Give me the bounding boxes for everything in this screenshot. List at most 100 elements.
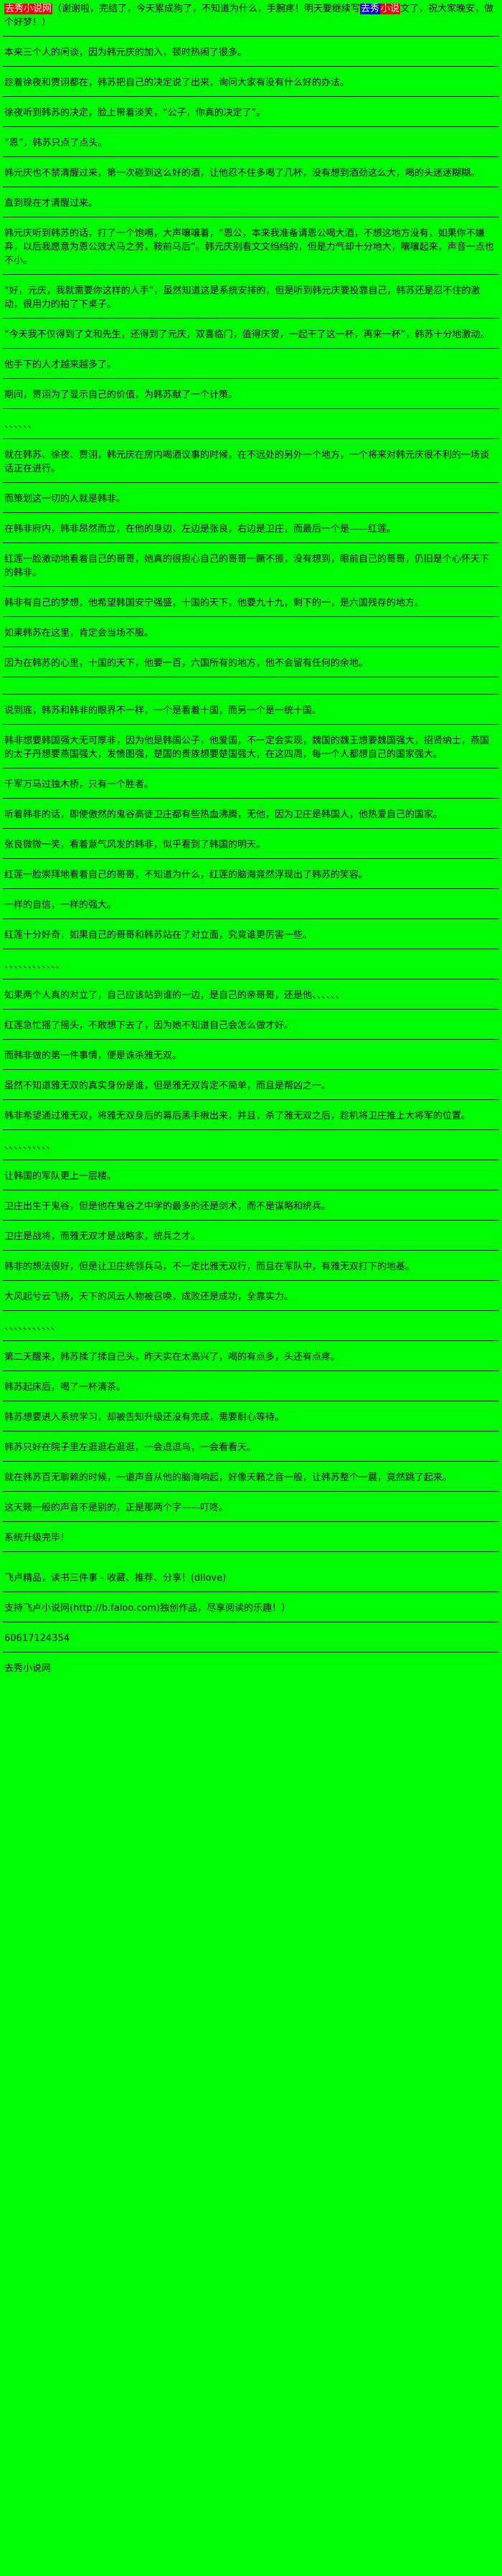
footer-support-text[interactable]: 支持飞卢小说网(http://b.faloo.com)独创作品，尽享阅读的乐趣！… (4, 1603, 291, 1614)
author-note-text: 文了，祝大家晚安，做个好梦！） (4, 4, 494, 28)
novel-paragraph: 期间，贾诩为了显示自己的价值，为韩苏献了一个计策。 (3, 388, 499, 409)
paragraph-text: 本来三个人的闲谈，因为韩元庆的加入，顿时热闹了很多。 (4, 47, 247, 58)
paragraph-text: 说到底，韩苏和韩非的眼界不一样，一个是看着十国，而另一个是一统十国。 (4, 705, 322, 716)
paragraph-text: 直到现在才清醒过来。 (4, 198, 98, 209)
novel-paragraph: 在韩非府内，韩非昂然而立，在他的身边，左边是张良，右边是卫庄，而最后一个是——红… (3, 522, 499, 543)
footer-support-link[interactable]: 支持飞卢小说网(http://b.faloo.com)独创作品，尽享阅读的乐趣！… (3, 1602, 499, 1622)
novel-paragraph: 让韩国的军队更上一层楼。 (3, 1170, 499, 1190)
novel-paragraph: 趁着徐夜和贾诩都在，韩苏把自己的决定说了出来，询问大家有没有什么好的办法。 (3, 76, 499, 97)
paragraph-text: “好，元庆，我就需要你这样的人手”，虽然知道这是系统安排的，但是听到韩元庆要投靠… (4, 286, 480, 310)
paragraph-text: 在韩非府内，韩非昂然而立，在他的身边，左边是张良，右边是卫庄，而最后一个是——红… (4, 524, 397, 535)
novel-paragraph: 如果两个人真的对立了，自己应该站到谁的一边，是自己的亲哥哥，还是他、、、、、、 (3, 989, 499, 1010)
novel-paragraph: 千军万马过独木桥，只有一个胜者。 (3, 778, 499, 799)
paragraph-text: 、、、、、、、、、、、、 (4, 960, 65, 971)
watermark-red-tag: 小说 (380, 4, 401, 14)
paragraph-text: 期间，贾诩为了显示自己的价值，为韩苏献了一个计策。 (4, 390, 238, 400)
novel-paragraph: 韩元庆也不禁清醒过来，第一次碰到这么好的酒，让他忍不住多喝了几杯，没有想到酒劲这… (3, 166, 499, 187)
novel-paragraph: 系统升级完毕！ (3, 1531, 499, 1552)
paragraph-text: 、、、、、、、、、、 (4, 1141, 56, 1152)
novel-paragraph: 韩苏起床后，喝了一杯清茶。 (3, 1381, 499, 1401)
paragraph-text: 卫庄是战将，而雅无双才是战略家，统兵之才。 (4, 1231, 201, 1242)
site-watermark-text: 去秀小说网 (4, 1663, 52, 1674)
novel-paragraph: 一样的自信，一样的强大。 (3, 898, 499, 919)
novel-paragraph: 听着韩非的话，即使傲然的鬼谷高徒卫庄都有些热血沸腾，无他，因为卫庄是韩国人，他热… (3, 808, 499, 829)
paragraph-text: 韩元庆也不禁清醒过来，第一次碰到这么好的酒，让他忍不住多喝了几杯，没有想到酒劲这… (4, 168, 480, 179)
paragraph-text: 韩元庆听到韩苏的话，打了一个饱嗝，大声嚷嚷着，“恩公，本来我准备请恩公喝大酒，不… (4, 228, 494, 266)
novel-paragraph: 韩元庆听到韩苏的话，打了一个饱嗝，大声嚷嚷着，“恩公，本来我准备请恩公喝大酒，不… (3, 227, 499, 275)
paragraph-text: 韩苏想要进入系统学习，却被告知升级还没有完成，需要耐心等待。 (4, 1412, 285, 1423)
novel-paragraph: 张良微微一笑，看着意气风发的韩非，似乎看到了韩国的明天。 (3, 838, 499, 859)
novel-paragraph: 红莲十分好奇，如果自己的哥哥和韩苏站在了对立面，究竟谁更厉害一些。 (3, 929, 499, 949)
author-note: 去秀小说网（谢谢啦，完结了，今天累成狗了，不知道为什么，手腕疼！明天要继续写去秀… (3, 2, 499, 37)
novel-paragraph: 、、、、、、 (3, 418, 499, 439)
novel-paragraph: 这天籁一般的声音不是别的，正是那两个字——叮咚。 (3, 1501, 499, 1522)
novel-paragraph: “好，元庆，我就需要你这样的人手”，虽然知道这是系统安排的，但是听到韩元庆要投靠… (3, 284, 499, 319)
novel-paragraph: 卫庄出生于鬼谷，但是他在鬼谷之中学的最多的还是剑术，而不是谋略和统兵。 (3, 1200, 499, 1221)
paragraph-text: 大风起兮云飞扬，天下的风云人物被召唤，成败还是成功，全靠实力。 (4, 1292, 294, 1302)
novel-page: 去秀小说网（谢谢啦，完结了，今天累成狗了，不知道为什么，手腕疼！明天要继续写去秀… (3, 2, 499, 1678)
paragraph-text: 千军万马过独木桥，只有一个胜者。 (4, 779, 154, 790)
novel-paragraph: 如果韩苏在这里，肯定会当场不服。 (3, 626, 499, 647)
watermark-blue-tag: 去秀 (360, 4, 381, 14)
site-watermark: 去秀小说网 (3, 1662, 499, 1678)
paragraph-text: 韩苏起床后，喝了一杯清茶。 (4, 1382, 126, 1393)
paragraph-text: 红莲一脸崇拜地看着自己的哥哥，不知道为什么，红莲的脑海竟然浮现出了韩苏的笑容。 (4, 870, 369, 880)
novel-paragraph: 虽然不知道雅无双的真实身份是谁，但是雅无双肯定不简单，而且是帮凶之一。 (3, 1079, 499, 1100)
novel-paragraph: 韩非的想法很好，但是让卫庄统领兵马，不一定比雅无双行，而且在军队中，有雅无双打下… (3, 1260, 499, 1281)
paragraph-text: 听着韩非的话，即使傲然的鬼谷高徒卫庄都有些热血沸腾，无他，因为卫庄是韩国人，他热… (4, 809, 443, 820)
paragraph-text: 徐夜听到韩苏的决定，脸上带着淡笑，“公子，你真的决定了”。 (4, 108, 266, 118)
novel-paragraph: 因为在韩苏的心里，十国的天下，他要一百，六国所有的地方，他不会留有任何的余地。 (3, 657, 499, 677)
novel-paragraph: 就在韩苏百无聊赖的时候，一道声音从他的脑海响起，好像天籁之音一般，让韩苏整个一震… (3, 1471, 499, 1492)
paragraph-text: 而韩非做的第一件事情，便是诛杀雅无双。 (4, 1050, 182, 1061)
novel-paragraph: 大风起兮云飞扬，天下的风云人物被召唤，成败还是成功，全靠实力。 (3, 1290, 499, 1311)
novel-paragraph: 红莲急忙摇了摇头，不敢想下去了，因为她不知道自己会怎么做才好。 (3, 1019, 499, 1040)
paragraph-text: “今天我不仅得到了文和先生，还得到了元庆，双喜临门，值得庆贺，一起干了这一杯，再… (4, 329, 490, 340)
watermark-red-tag: 去秀小说网 (4, 4, 53, 14)
novel-paragraph: 韩非有自己的梦想，他希望韩国安宁强盛，十国的天下，他要九十九，剩下的一，是六国残… (3, 596, 499, 617)
paragraph-text: 因为在韩苏的心里，十国的天下，他要一百，六国所有的地方，他不会留有任何的余地。 (4, 658, 369, 669)
paragraph-text: 张良微微一笑，看着意气风发的韩非，似乎看到了韩国的明天。 (4, 840, 266, 850)
paragraph-text: 系统升级完毕！ (4, 1533, 70, 1543)
novel-paragraph: 韩苏只好在院子里左逛逛右逛逛，一会逗逗鸟，一会看看天。 (3, 1441, 499, 1462)
footer-promo-text: 飞卢精品，读书三件事 - 收藏、推荐、分享！(dllove) (4, 1573, 227, 1584)
paragraph-text: 红莲急忙摇了摇头，不敢想下去了，因为她不知道自己会怎么做才好。 (4, 1020, 294, 1031)
paragraph-text: 他手下的人才越来越多了。 (4, 359, 117, 370)
paragraph-text: 这天籁一般的声音不是别的，正是那两个字——叮咚。 (4, 1503, 229, 1513)
paragraph-text: 韩非想要韩国强大无可厚非，因为他是韩国公子，他爱国，不一定会实现，魏国的魏王想要… (4, 735, 490, 760)
paragraph-text: 虽然不知道雅无双的真实身份是谁，但是雅无双肯定不简单，而且是帮凶之一。 (4, 1081, 331, 1091)
novel-paragraph: 说到底，韩苏和韩非的眼界不一样，一个是看着十国，而另一个是一统十国。 (3, 704, 499, 725)
novel-paragraph: 韩非希望通过雅无双，将雅无双身后的幕后黑手揪出来，并且，杀了雅无双之后，趁机将卫… (3, 1109, 499, 1130)
novel-paragraph: 第二天醒来，韩苏揉了揉自己头，昨天实在太高兴了，喝的有点多，头还有点疼。 (3, 1350, 499, 1371)
novel-paragraph: 就在韩苏、徐夜、贾诩，韩元庆在房内喝酒议事的时候，在不远处的另外一个地方，一个将… (3, 448, 499, 483)
novel-paragraph: 卫庄是战将，而雅无双才是战略家，统兵之才。 (3, 1230, 499, 1251)
novel-paragraph: 、、、、、、、、、、、、 (3, 959, 499, 979)
footer-promo: 飞卢精品，读书三件事 - 收藏、推荐、分享！(dllove) (3, 1571, 499, 1592)
paragraph-text: 一样的自信，一样的强大。 (4, 900, 117, 911)
author-note-line: 去秀小说网（谢谢啦，完结了，今天累成狗了，不知道为什么，手腕疼！明天要继续写去秀… (4, 2, 498, 29)
paragraph-text: 红莲十分好奇，如果自己的哥哥和韩苏站在了对立面，究竟谁更厉害一些。 (4, 930, 313, 941)
paragraph-text: 第二天醒来，韩苏揉了揉自己头，昨天实在太高兴了，喝的有点多，头还有点疼。 (4, 1352, 341, 1363)
paragraph-text: 如果两个人真的对立了，自己应该站到谁的一边，是自己的亲哥哥，还是他、、、、、、 (4, 990, 345, 1001)
paragraph-text: 红莲一脸激动地看着自己的哥哥，她真的很担心自己的哥哥一蹶不振，没有想到，眼前自己… (4, 554, 490, 578)
empty-paragraph (3, 687, 499, 695)
paragraph-text: 如果韩苏在这里，肯定会当场不服。 (4, 628, 154, 639)
footer-book-id-text: 60617124354 (4, 1633, 70, 1644)
paragraph-text: 、、、、、、 (4, 420, 37, 431)
paragraph-text: 韩苏只好在院子里左逛逛右逛逛，一会逗逗鸟，一会看看天。 (4, 1442, 257, 1453)
novel-paragraph: 韩非想要韩国强大无可厚非，因为他是韩国公子，他爱国，不一定会实现，魏国的魏王想要… (3, 734, 499, 768)
novel-paragraph: 本来三个人的闲谈，因为韩元庆的加入，顿时热闹了很多。 (3, 46, 499, 67)
novel-paragraph: 徐夜听到韩苏的决定，脸上带着淡笑，“公子，你真的决定了”。 (3, 106, 499, 127)
paragraph-text: 就在韩苏百无聊赖的时候，一道声音从他的脑海响起，好像天籁之音一般，让韩苏整个一震… (4, 1472, 453, 1483)
novel-paragraph: 直到现在才清醒过来。 (3, 197, 499, 217)
novel-paragraph: 韩苏想要进入系统学习，却被告知升级还没有完成，需要耐心等待。 (3, 1411, 499, 1432)
novel-paragraph: 而策划这一切的人就是韩非。 (3, 492, 499, 513)
paragraph-text: 就在韩苏、徐夜、贾诩，韩元庆在房内喝酒议事的时候，在不远处的另外一个地方，一个将… (4, 450, 490, 474)
novel-paragraph: 而韩非做的第一件事情，便是诛杀雅无双。 (3, 1049, 499, 1070)
novel-paragraph: 红莲一脸激动地看着自己的哥哥，她真的很担心自己的哥哥一蹶不振，没有想到，眼前自己… (3, 553, 499, 587)
novel-paragraph: “今天我不仅得到了文和先生，还得到了元庆，双喜临门，值得庆贺，一起干了这一杯，再… (3, 328, 499, 349)
paragraph-text: 、、、、、、、、、、、 (4, 1322, 61, 1332)
paragraph-list: 本来三个人的闲谈，因为韩元庆的加入，顿时热闹了很多。趁着徐夜和贾诩都在，韩苏把自… (3, 46, 499, 1552)
novel-paragraph: 红莲一脸崇拜地看着自己的哥哥，不知道为什么，红莲的脑海竟然浮现出了韩苏的笑容。 (3, 868, 499, 889)
paragraph-text: 让韩国的军队更上一层楼。 (4, 1171, 117, 1182)
paragraph-text: 卫庄出生于鬼谷，但是他在鬼谷之中学的最多的还是剑术，而不是谋略和统兵。 (4, 1201, 331, 1212)
